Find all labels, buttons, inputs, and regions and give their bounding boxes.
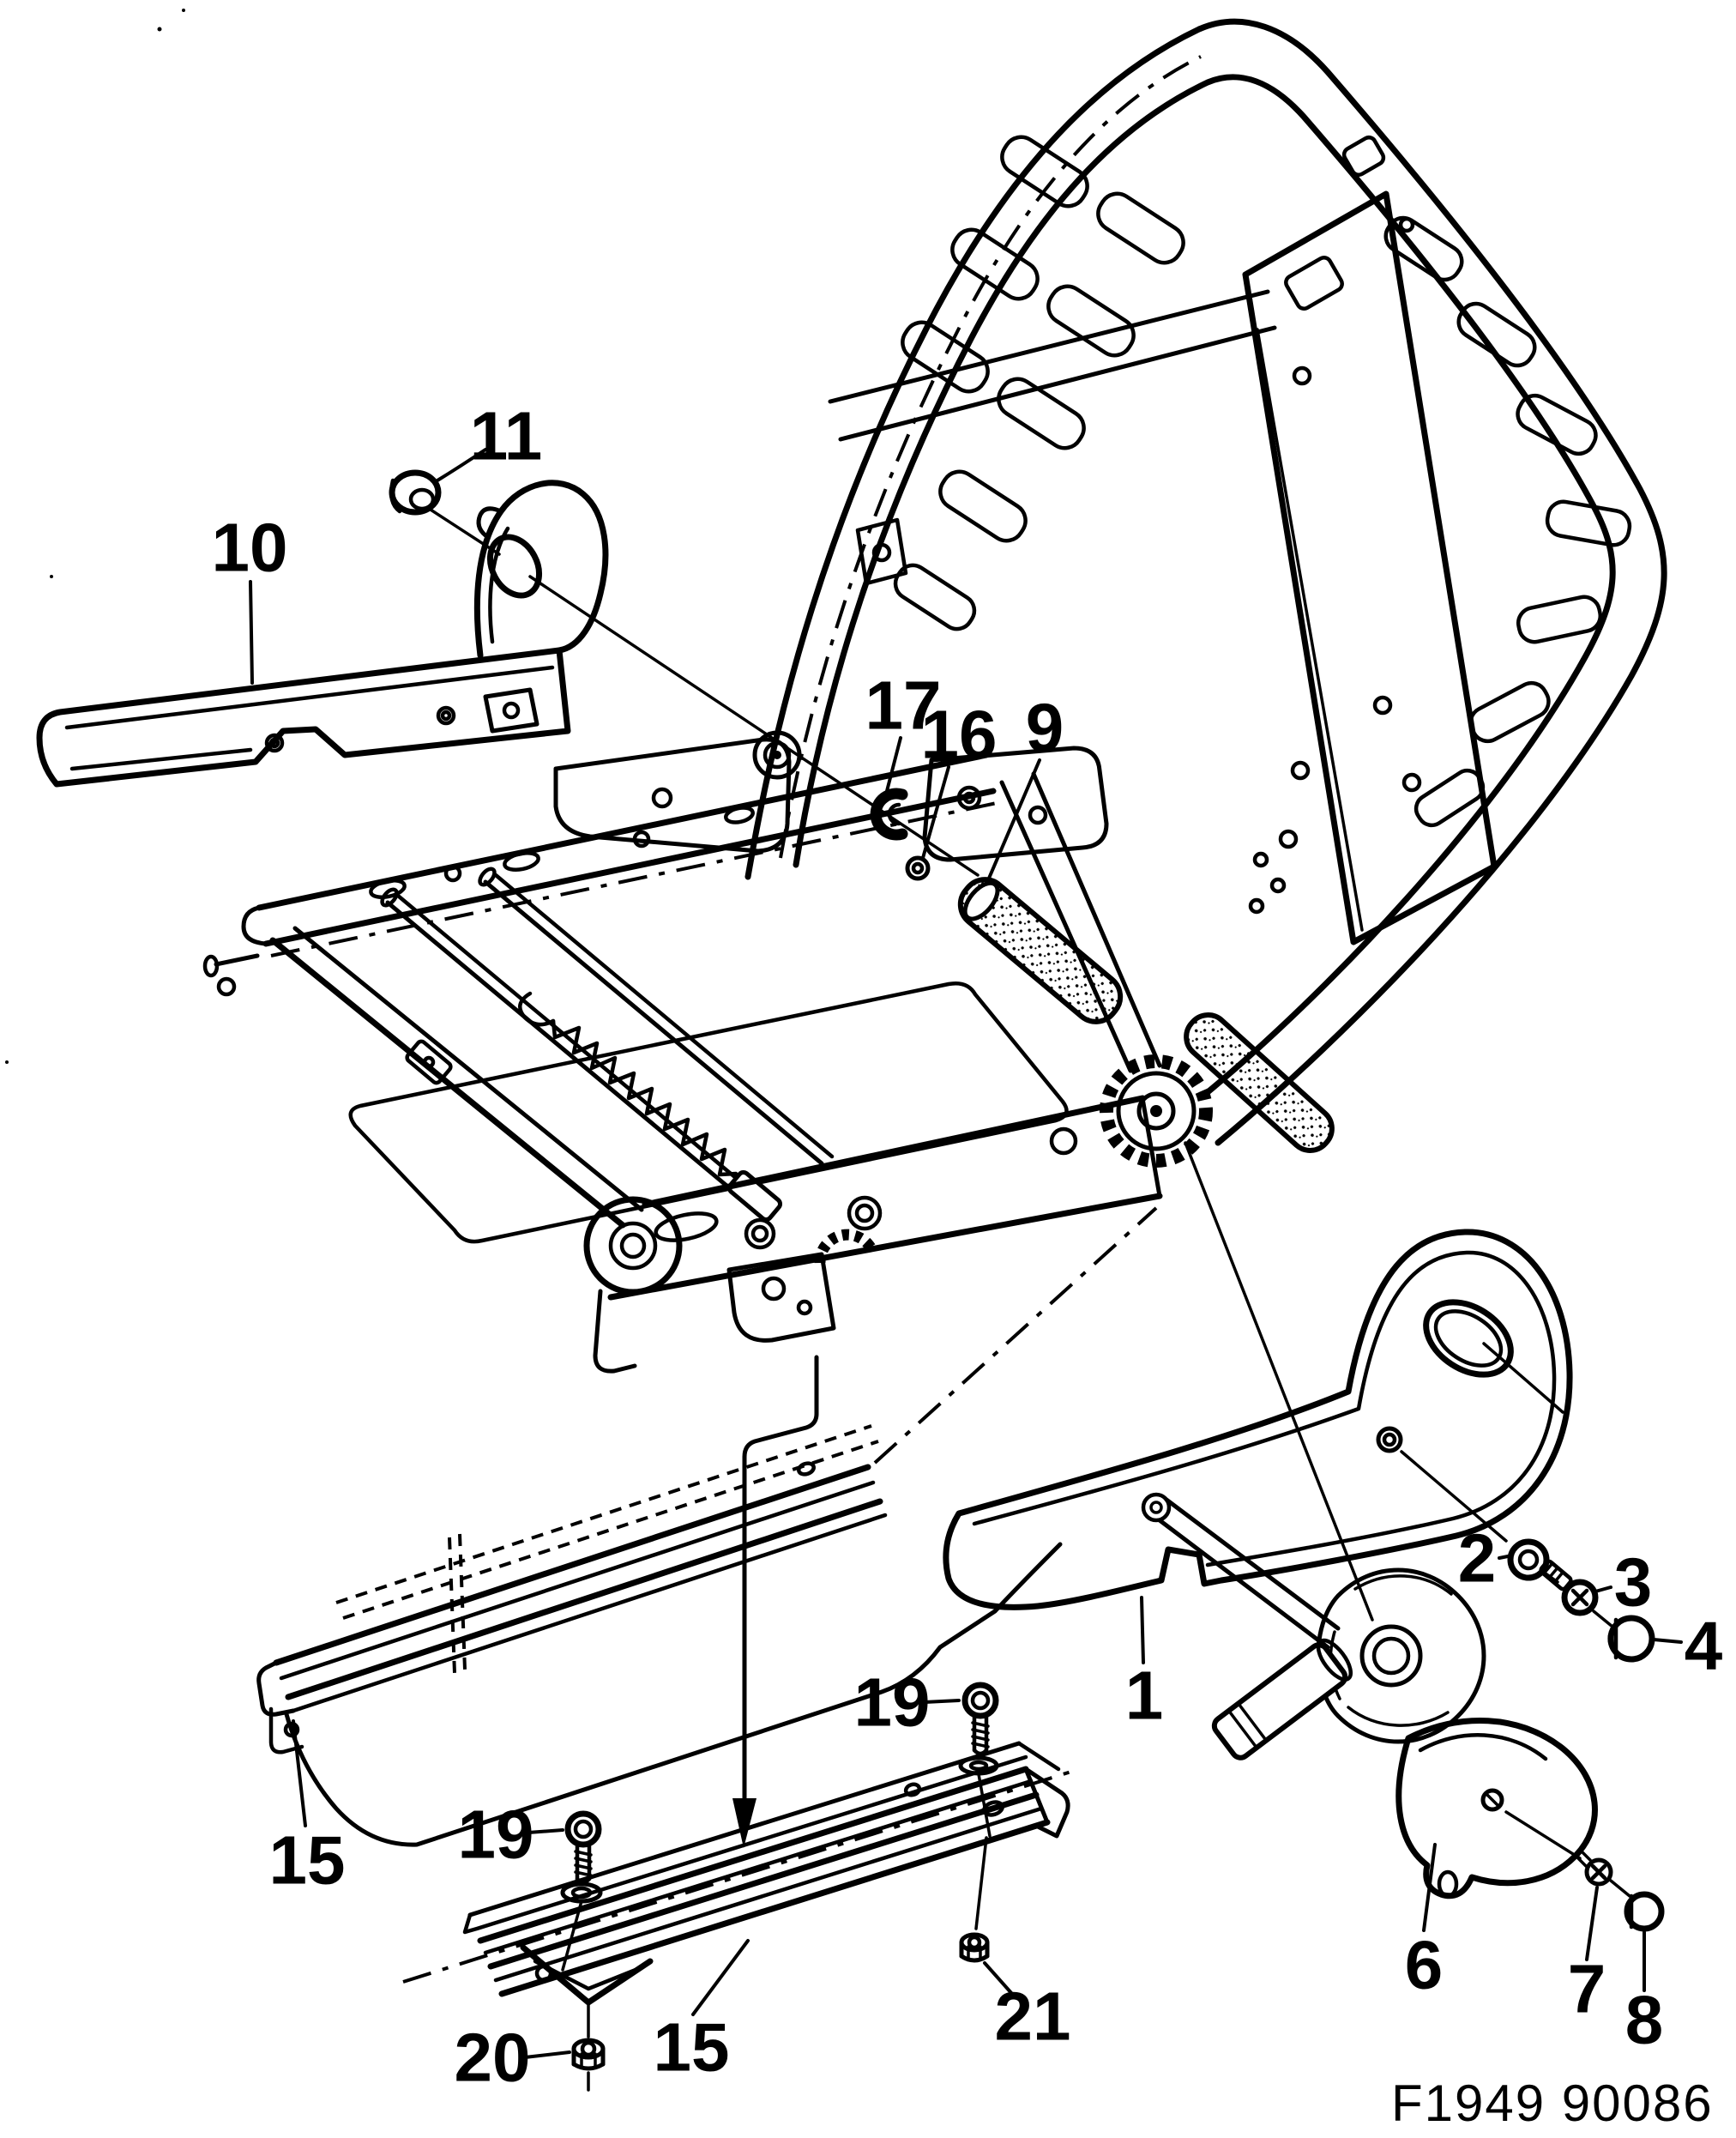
callout-leader-9-7	[986, 758, 1041, 882]
seat-rail-bottom-15	[402, 1741, 1075, 2038]
rear-member	[202, 752, 998, 997]
seat-cushion-frame	[202, 752, 1163, 1374]
callout-11-9: 11	[470, 398, 543, 474]
callout-leader-2-1	[1498, 1555, 1510, 1560]
callout-16-12: 16	[921, 697, 998, 773]
locating-arrow	[732, 1355, 819, 1848]
linkage-wire	[284, 1542, 1063, 1847]
backrest-frame	[744, 18, 1667, 1146]
callout-leader-10-8	[249, 580, 254, 685]
callout-1-0: 1	[1125, 1658, 1164, 1734]
callout-leader-6-4	[1422, 1843, 1437, 1932]
seat-rail-left-15	[256, 1424, 888, 1754]
screw-19-lower	[560, 1810, 603, 1972]
washer-2	[1507, 1538, 1550, 1581]
screw-7	[1576, 1850, 1613, 1887]
callout-19-15: 19	[458, 1797, 534, 1873]
recliner-gear	[922, 746, 1213, 1168]
callout-leader-15-11	[691, 1939, 750, 2016]
callout-leader-16-12	[921, 765, 950, 860]
backrest-slot-panel-left	[893, 135, 1185, 631]
cross-rod-2	[478, 867, 835, 1166]
print-specks	[5, 9, 185, 1064]
callout-2-1: 2	[1458, 1520, 1497, 1597]
callout-6-4: 6	[1405, 1927, 1444, 2003]
callout-leader-1-0	[1140, 1596, 1145, 1664]
cap-4	[1607, 1615, 1655, 1663]
callout-15-11: 15	[654, 2009, 730, 2086]
callout-leader-15-10	[292, 1719, 307, 1827]
screw-19-upper	[958, 1682, 999, 1838]
bracket-hole-leader	[528, 575, 980, 877]
handle-grip	[1211, 1638, 1353, 1761]
screw-3	[1539, 1559, 1599, 1616]
figure-code: F1949 90086	[1391, 2075, 1714, 2132]
cover-axis	[1504, 1810, 1631, 1898]
seat-pan-wire	[348, 981, 1069, 1244]
nut-21	[959, 1836, 990, 1963]
callout-4-3: 4	[1685, 1608, 1723, 1684]
callout-9-7: 9	[1026, 690, 1064, 766]
recliner-handle	[1141, 1492, 1486, 1761]
callout-leader-17-13	[885, 736, 902, 793]
grommet-11	[389, 469, 442, 516]
recliner-axis-line	[1184, 1141, 1374, 1622]
front-member	[583, 1095, 1163, 1374]
cap-8	[1624, 1891, 1665, 1932]
hinge-cover-6	[1395, 1718, 1598, 1899]
side-valance-1	[943, 1229, 1573, 1610]
callout-10-8: 10	[212, 510, 288, 586]
grommet-axis	[429, 508, 501, 556]
backrest-center-plate	[1242, 190, 1498, 945]
callout-leader-20-16	[523, 2050, 571, 2059]
callout-leader-11-9	[436, 448, 487, 482]
callout-15-10: 15	[269, 1822, 346, 1899]
callout-21-17: 21	[995, 1978, 1071, 2055]
callout-leader-21-17	[983, 1961, 1014, 1996]
rail-v-bracket	[520, 1944, 654, 2038]
callout-leader-7-5	[1585, 1886, 1599, 1961]
callout-leader-4-3	[1652, 1638, 1683, 1644]
callout-19-14: 19	[854, 1664, 931, 1741]
foam-strip-9	[957, 877, 1124, 1024]
callout-leader-19-15	[527, 1828, 564, 1834]
foam-strip-lower	[1184, 1012, 1335, 1153]
backrest-tube-bracket	[855, 517, 908, 586]
callout-20-16: 20	[455, 2020, 531, 2096]
callout-3-2: 3	[1614, 1544, 1653, 1621]
callout-17-13: 17	[865, 667, 942, 744]
nut-20	[571, 2038, 606, 2092]
valance-oval-hole	[1423, 1299, 1514, 1378]
callout-7-5: 7	[1568, 1951, 1606, 2027]
side-bracket-10	[36, 480, 609, 788]
alignment-line-rail-gear	[873, 1206, 1158, 1465]
callout-leader-3-2	[1594, 1585, 1612, 1593]
retaining-clip-17	[870, 788, 908, 841]
callout-leader-19-14	[923, 1699, 961, 1704]
backrest-slot-panel-right	[1248, 135, 1632, 915]
left-member	[269, 926, 644, 1229]
callout-8-6: 8	[1625, 1982, 1664, 2058]
rivet-16	[905, 855, 931, 881]
